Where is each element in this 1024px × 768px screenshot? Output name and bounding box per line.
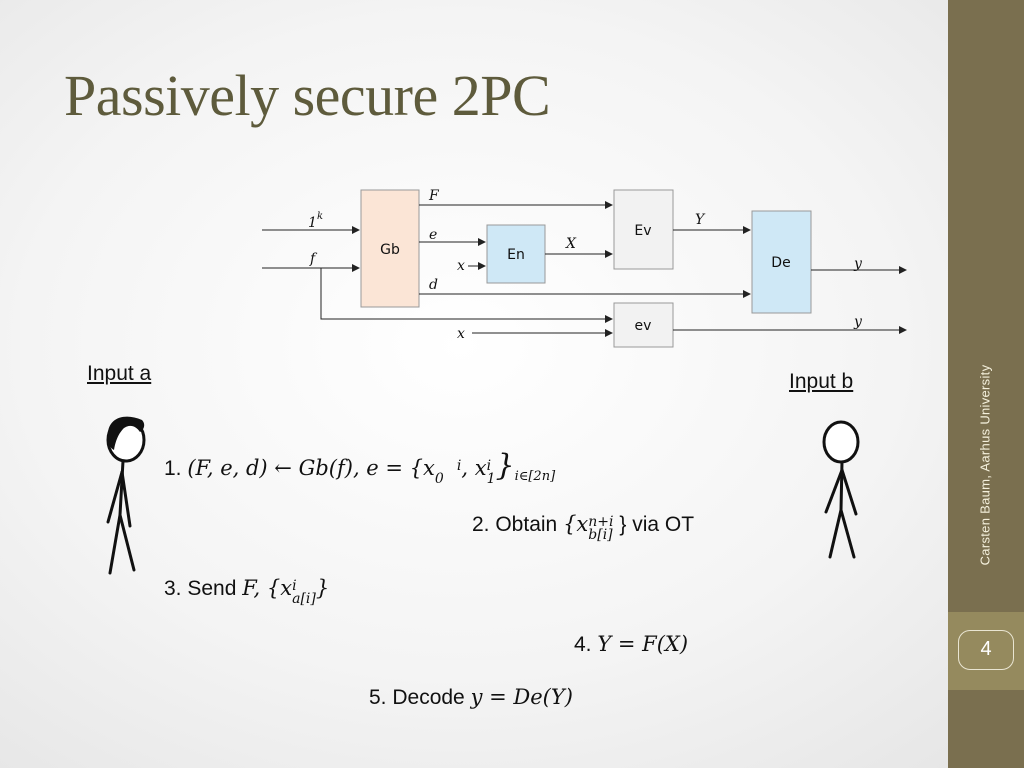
x-en-label: x [457, 258, 465, 274]
input-b-label: Input b [789, 370, 854, 393]
security-param-exp: k [317, 211, 323, 222]
step-5: 5. Decode y = De(Y) [369, 685, 573, 710]
step-4-math: Y = F(X) [597, 632, 689, 656]
ev-box [613, 189, 674, 270]
step-2-open: {x [563, 512, 589, 536]
de-box [751, 210, 812, 314]
e-label: e [429, 227, 437, 243]
author-footer: Carsten Baum, Aarhus University [977, 364, 993, 566]
step-1-math: (F, e, d) ← Gb(f), e = {x [187, 456, 435, 480]
garbling-diagram: Gb En Ev De ev 1 k f F e d x X Y y y x [262, 188, 907, 348]
gb-label: Gb [380, 242, 400, 258]
d-label: d [429, 277, 438, 293]
input-a-label: Input a [87, 362, 152, 385]
step-3-sup: i [292, 578, 297, 594]
step-2-sup: n+i [588, 514, 614, 530]
ev-small-label: ev [635, 318, 652, 334]
slide-number: 4 [958, 630, 1014, 670]
step-1-x1-sup: i [486, 458, 492, 474]
ev-label: Ev [634, 223, 651, 239]
step-3-close: } [315, 576, 330, 600]
step-5-prefix: 5. Decode [369, 686, 471, 709]
security-param-label: 1 [308, 215, 317, 231]
de-label: De [771, 255, 790, 271]
step-1-sep: , x [461, 456, 487, 480]
step-4: 4. Y = F(X) [574, 632, 688, 657]
step-2-sub: b[i] [588, 527, 613, 543]
en-label: En [507, 247, 525, 263]
step-4-prefix: 4. [574, 633, 598, 656]
step-1-prefix: 1. [164, 457, 188, 480]
y-top-label: y [853, 256, 863, 272]
party-a-figure [106, 416, 146, 575]
X-label: X [565, 236, 577, 252]
step-1-x1-sub: 1 [486, 471, 496, 487]
step-2-suffix: } via OT [613, 513, 695, 536]
sidebar: 4 [948, 0, 1024, 768]
step-2-prefix: 2. Obtain [472, 513, 564, 536]
step-1-index: i∈[2n] [514, 469, 556, 485]
step-1-close: } [495, 448, 515, 483]
step-3-sub: a[i] [292, 591, 316, 607]
step-5-math: y = De(Y) [470, 685, 573, 709]
step-1-x0-sup: i [456, 458, 462, 474]
en-box [486, 224, 546, 284]
slide-title: Passively secure 2PC [64, 63, 551, 128]
ev-small-box [613, 302, 674, 348]
F-label: F [428, 188, 440, 204]
step-3-prefix: 3. Send [164, 577, 243, 600]
y-bottom-label: y [853, 314, 863, 330]
gb-box [360, 189, 420, 308]
step-3-math: F, {x [242, 576, 293, 600]
x-bottom-label: x [457, 326, 465, 342]
f-input-label: f [309, 251, 318, 267]
step-1-x0-sub: 0 [434, 471, 444, 487]
party-b-figure [822, 420, 860, 559]
slide-number-band: 4 [948, 612, 1024, 690]
Y-label: Y [695, 212, 706, 228]
